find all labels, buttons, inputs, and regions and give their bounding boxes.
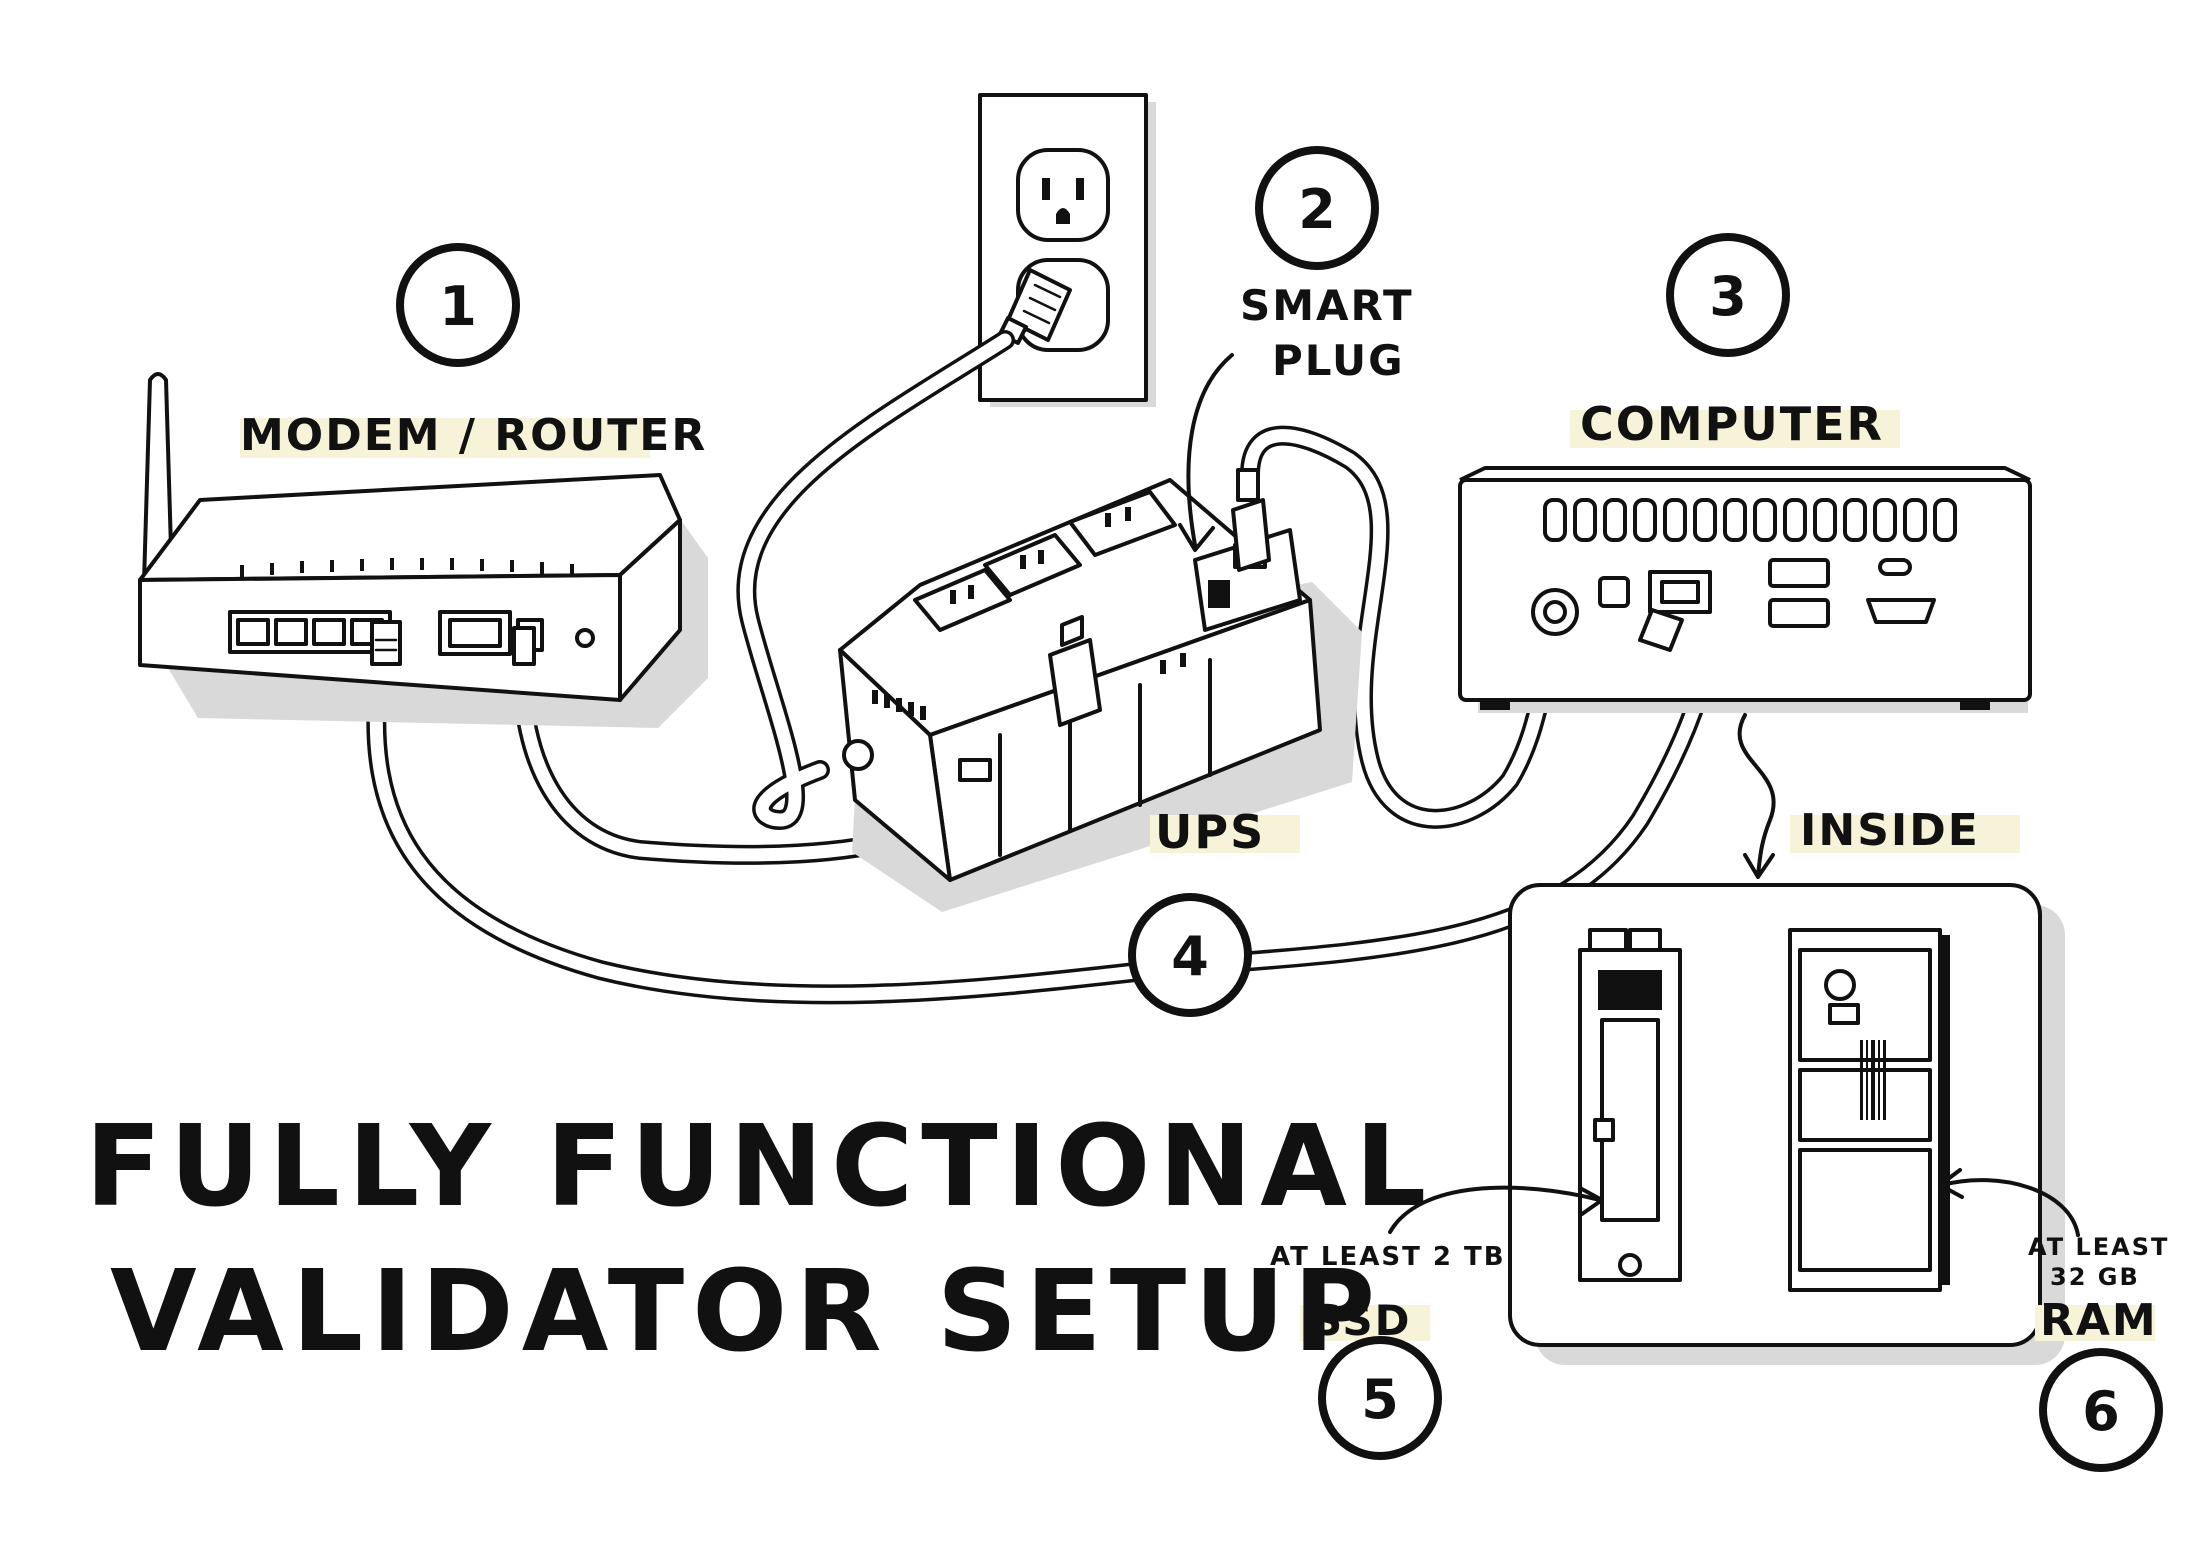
- number-badge-5: 5: [1318, 1336, 1442, 1460]
- label-ups: UPS: [1155, 805, 1265, 859]
- label-highlights: [240, 410, 2155, 1341]
- label-ssd: SSD: [1312, 1296, 1411, 1345]
- annotation-arrows: [1388, 1168, 2080, 1237]
- cables: [366, 330, 1730, 1005]
- wall-outlet: [978, 93, 1156, 407]
- svg-text:1: 1: [439, 275, 477, 338]
- title-line1: FULLY FUNCTIONAL: [85, 1102, 1434, 1232]
- number-badge-3: 3: [1666, 233, 1790, 357]
- number-badge-6: 6: [2039, 1348, 2163, 1472]
- svg-text:3: 3: [1709, 265, 1747, 328]
- number-badge-1: 1: [396, 243, 520, 367]
- svg-text:4: 4: [1171, 925, 1209, 988]
- label-computer: COMPUTER: [1580, 397, 1884, 451]
- inside-panel: [1508, 713, 2065, 1365]
- number-badge-2: 2: [1255, 146, 1379, 270]
- svg-text:6: 6: [2082, 1380, 2120, 1443]
- smart-plug: [1178, 353, 1302, 632]
- label-modem-router: MODEM / ROUTER: [240, 410, 707, 461]
- ssd-module: [1578, 928, 1682, 1282]
- label-ssd-note: AT LEAST 2 TB: [1270, 1242, 1506, 1272]
- ram-module: [1788, 928, 1950, 1292]
- label-inside: INSIDE: [1800, 805, 1980, 856]
- svg-text:2: 2: [1298, 178, 1336, 241]
- computer: [1458, 466, 2032, 713]
- modem-router: [138, 372, 708, 728]
- title-line2: VALIDATOR SETUP: [110, 1247, 1383, 1377]
- number-badge-4: 4: [1128, 893, 1252, 1017]
- label-smart-plug-line1: SMART: [1240, 281, 1414, 330]
- label-ram: RAM: [2040, 1295, 2158, 1346]
- label-smart-plug-line2: PLUG: [1272, 336, 1405, 385]
- label-ram-note-line2: 32 GB: [2050, 1263, 2140, 1291]
- svg-text:5: 5: [1361, 1368, 1399, 1431]
- label-ram-note-line1: AT LEAST: [2028, 1233, 2169, 1261]
